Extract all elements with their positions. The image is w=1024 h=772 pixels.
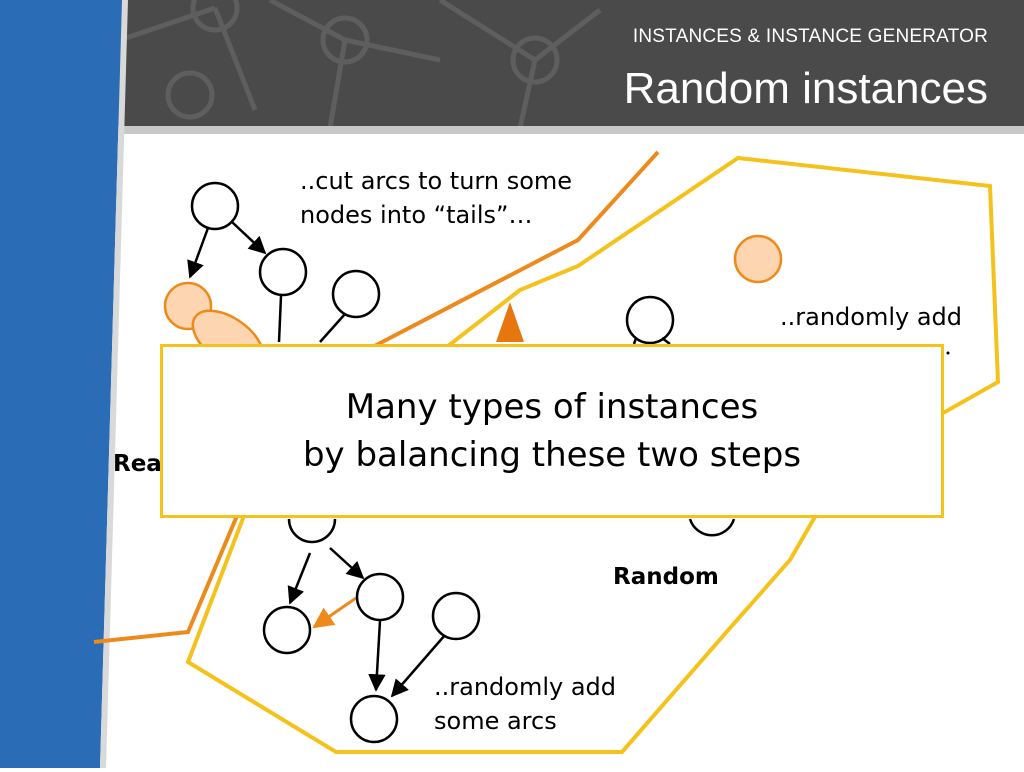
header-underline [110, 126, 1024, 134]
graph-edge [661, 337, 671, 345]
orange-triangle-marker [496, 302, 524, 342]
annotation-add-nodes: ..randomly add [780, 303, 963, 331]
annotation-cut-arcs: ..cut arcs to turn some nodes into “tail… [300, 167, 573, 229]
graph-node-partial [287, 518, 337, 544]
graph-node [431, 591, 481, 641]
label-real-partial: Rea [113, 451, 162, 477]
bottom-graph-edges [287, 547, 446, 698]
annotation-add-arcs: ..randomly add some arcs [434, 673, 617, 735]
added-arc-orange [312, 596, 357, 629]
text-fragment-dot [946, 351, 950, 355]
added-node-orange [733, 234, 783, 284]
graph-node [190, 181, 240, 231]
left-blue-band-edge [100, 0, 128, 768]
slide-title: Random instances [623, 64, 988, 113]
random-region-polygon [185, 155, 1001, 754]
graph-node [355, 572, 405, 622]
left-blue-band [0, 0, 122, 768]
header-bar [110, 0, 1024, 128]
graph-edge [632, 337, 638, 345]
graph-node-partial [688, 518, 736, 537]
graph-node [262, 605, 312, 655]
graph-node [349, 694, 399, 744]
callout-text: Many types of instances by balancing the… [302, 387, 802, 475]
graph-node [331, 269, 381, 319]
graph-node [258, 247, 308, 297]
label-random: Random [613, 564, 719, 590]
header-network-decoration [119, 0, 602, 129]
header-subtitle: INSTANCES & INSTANCE GENERATOR [632, 26, 988, 47]
callout-box: Many types of instances by balancing the… [160, 344, 944, 518]
top-graph-edges [187, 221, 346, 343]
graph-node [625, 295, 675, 345]
